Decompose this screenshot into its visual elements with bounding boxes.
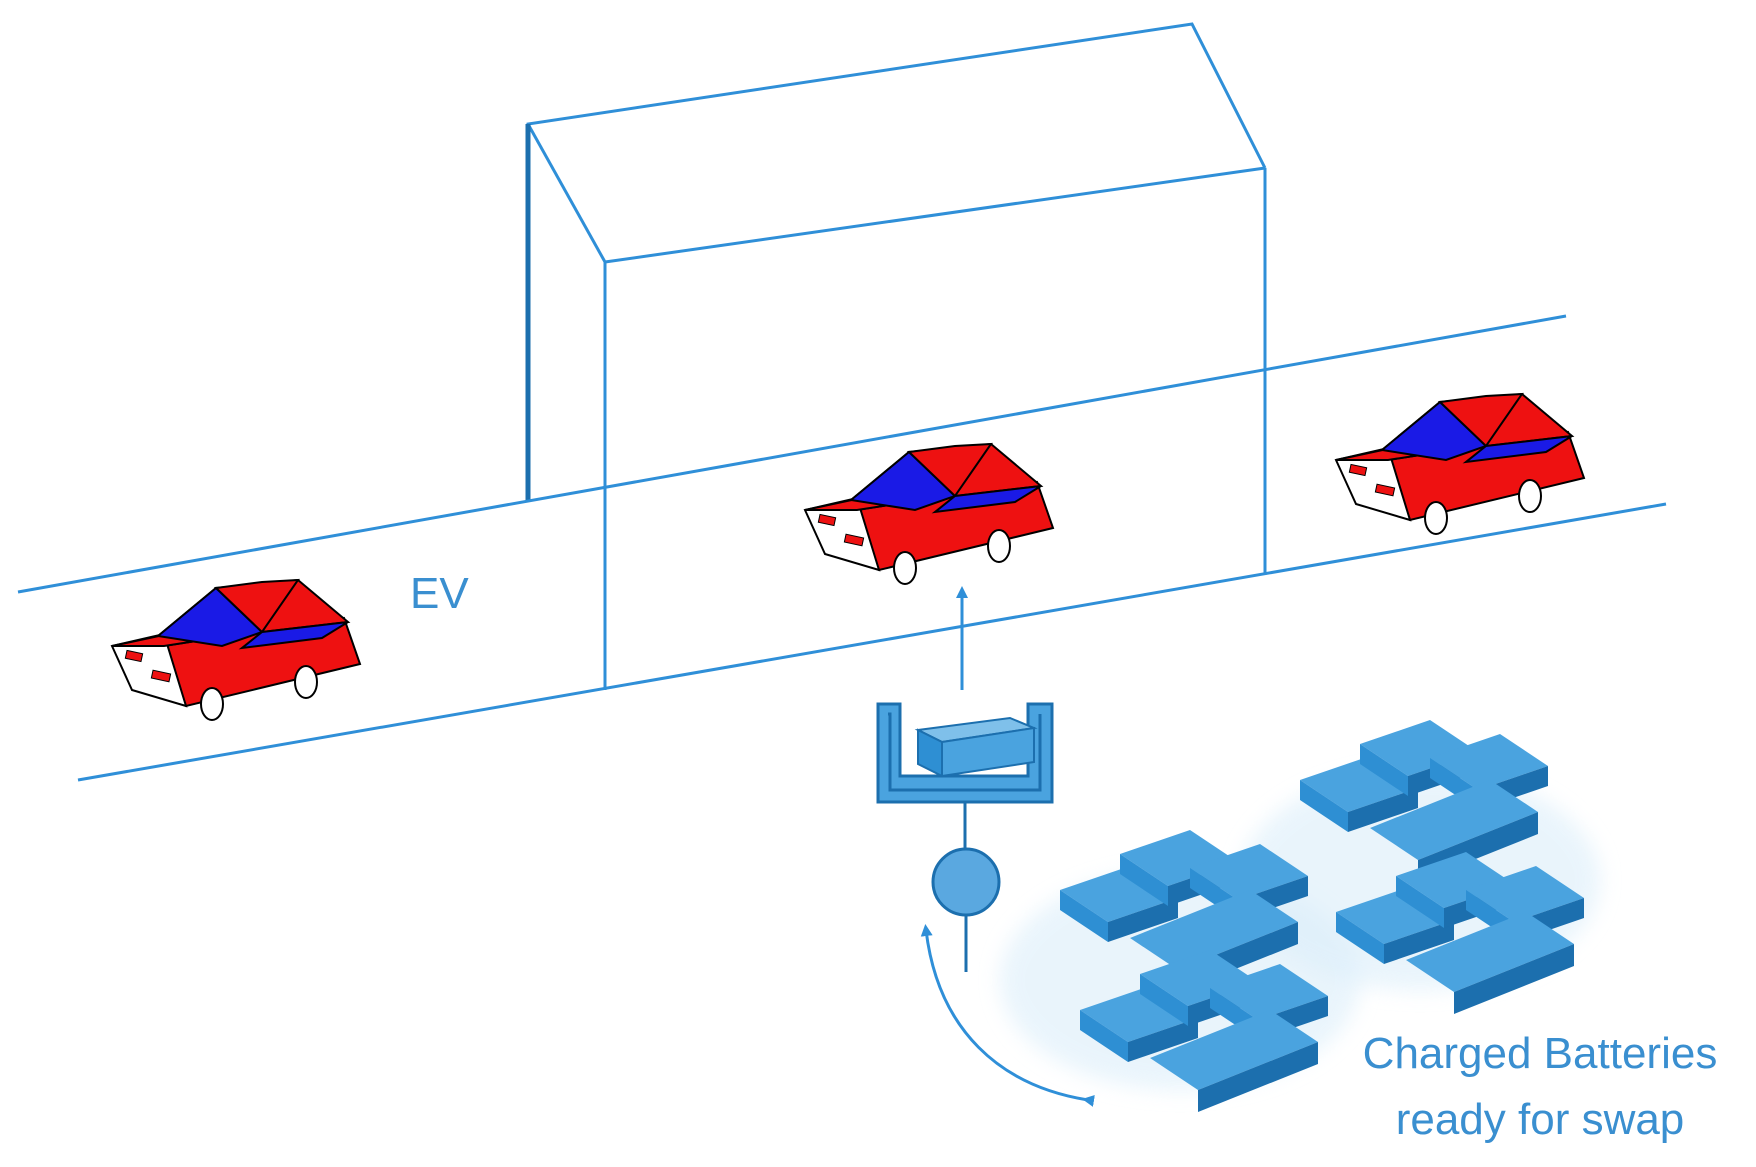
battery-stack-icon bbox=[1000, 720, 1600, 1112]
batteries-label-line2: ready for swap bbox=[1396, 1095, 1685, 1144]
red-car-icon bbox=[111, 579, 361, 721]
red-car-icon bbox=[804, 443, 1054, 585]
batteries-label-line1: Charged Batteries bbox=[1363, 1029, 1718, 1078]
battery-lift-icon bbox=[876, 702, 1054, 804]
motor-circle-icon bbox=[931, 847, 1001, 917]
red-car-icon bbox=[1335, 393, 1585, 535]
road bbox=[17, 314, 1667, 782]
swap-station-building bbox=[526, 22, 1267, 690]
swap-cycle-arrow-icon bbox=[920, 924, 1095, 1107]
ev-label: EV bbox=[410, 569, 469, 618]
